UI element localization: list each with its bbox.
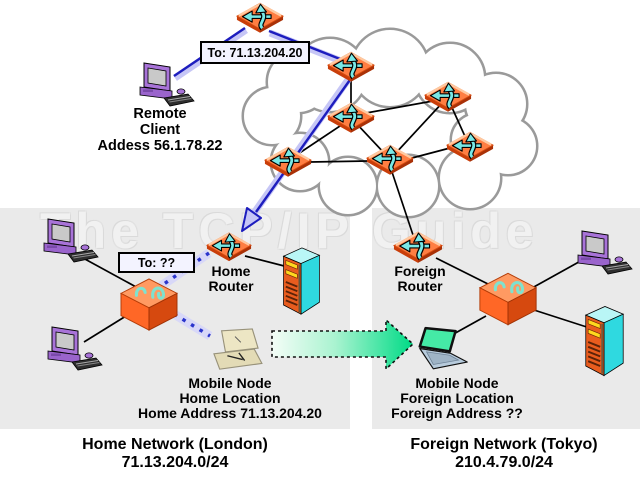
home-router-icon — [206, 232, 252, 262]
router-icon-cloud-e — [446, 131, 494, 163]
router-icon-cloud-d — [366, 144, 414, 176]
router-icon-cloud-f — [264, 146, 312, 178]
foreign-router-icon — [393, 231, 443, 264]
packet-label-text: To: 71.13.204.20 — [207, 45, 303, 60]
relocation-arrow — [271, 318, 415, 371]
home-server-icon — [278, 243, 324, 321]
packet-label-to-remote: To: 71.13.204.20 — [200, 41, 310, 64]
router-icon-cloud-b — [327, 102, 375, 134]
packet-label-to-unknown: To: ?? — [118, 252, 195, 273]
home-computer-icon-2 — [42, 324, 104, 372]
mobile-laptop-icon — [413, 326, 473, 371]
remote-client-computer-icon — [134, 60, 196, 108]
internet-cloud — [241, 27, 539, 219]
remote-client-label: Remote Client Addess 56.1.78.22 — [97, 106, 223, 154]
packet-label-text: To: ?? — [137, 255, 176, 270]
ghost-laptop-icon — [206, 327, 266, 373]
foreign-computer-icon — [572, 228, 634, 276]
router-icon-cloud-a — [327, 51, 375, 83]
home-network-caption: Home Network (London) 71.13.204.0/24 — [82, 436, 268, 471]
arrowhead — [241, 207, 262, 232]
foreign-switch-hub-icon — [476, 270, 540, 327]
foreign-router-label: Foreign Router — [394, 263, 446, 294]
foreign-network-caption: Foreign Network (Tokyo) 210.4.79.0/24 — [410, 436, 598, 471]
watermark: The TCP/IP Guide — [40, 203, 539, 259]
router-icon-cloud-c — [424, 81, 472, 113]
home-router-label: Home Router — [208, 263, 254, 294]
mobile-node-foreign-label: Mobile Node Foreign Location Foreign Add… — [391, 375, 523, 421]
router-icon-backbone — [236, 2, 284, 34]
mobile-node-home-label: Mobile Node Home Location Home Address 7… — [138, 375, 322, 421]
home-computer-icon-1 — [38, 216, 100, 264]
home-switch-hub-icon — [116, 276, 182, 332]
foreign-server-icon — [580, 303, 628, 381]
